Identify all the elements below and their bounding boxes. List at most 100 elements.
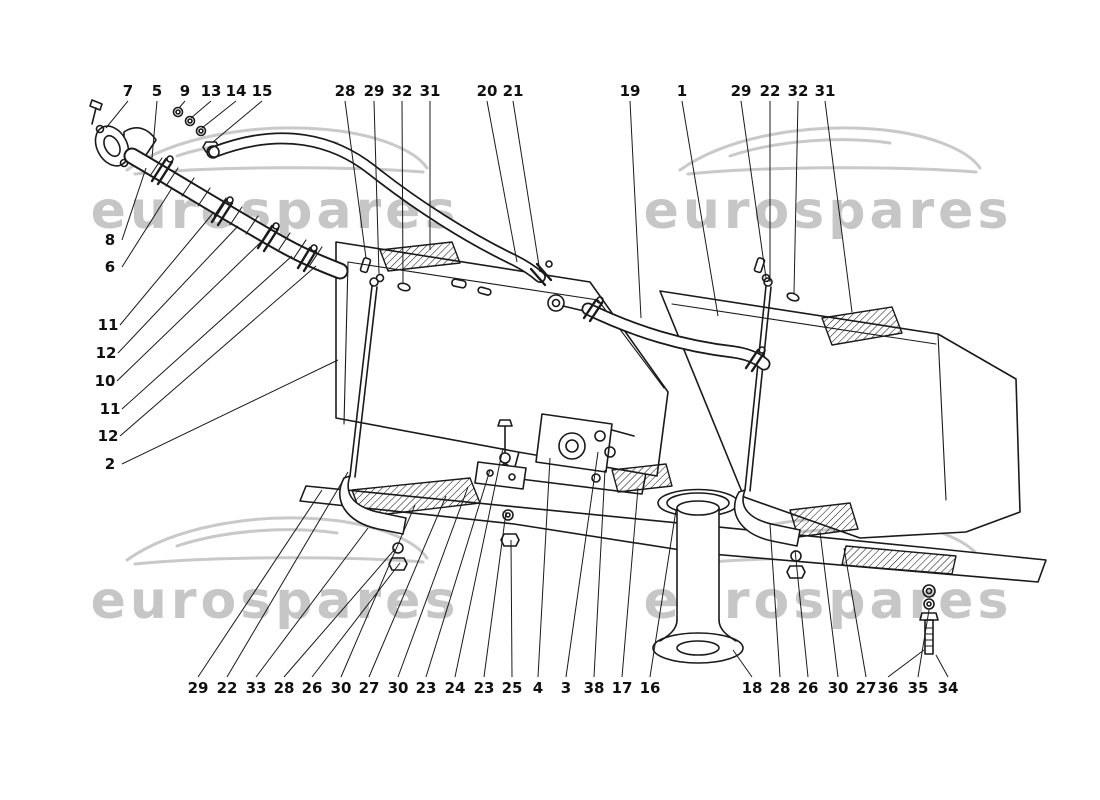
part-number-31: 31 bbox=[420, 82, 441, 100]
leader-line-25 bbox=[510, 539, 513, 678]
crossover-hose bbox=[581, 296, 771, 373]
leader-line-38 bbox=[593, 469, 606, 678]
part-number-1: 1 bbox=[677, 82, 687, 100]
leader-line-26 bbox=[794, 549, 809, 678]
part-number-15: 15 bbox=[252, 82, 273, 100]
part-number-3: 3 bbox=[561, 679, 571, 697]
car-swoosh-icon bbox=[678, 126, 982, 172]
heat-shield bbox=[379, 241, 461, 272]
part-number-38: 38 bbox=[584, 679, 605, 697]
leader-line-12 bbox=[119, 265, 317, 437]
part-number-26: 26 bbox=[798, 679, 819, 697]
leader-line-31 bbox=[824, 100, 853, 313]
part-number-6: 6 bbox=[105, 258, 115, 276]
part-number-18: 18 bbox=[742, 679, 763, 697]
part-number-28: 28 bbox=[335, 82, 356, 100]
leader-line-21 bbox=[512, 100, 541, 273]
part-number-8: 8 bbox=[105, 231, 115, 249]
watermark-top-right: eurospares bbox=[644, 126, 1013, 241]
leader-line-23 bbox=[425, 469, 491, 678]
part-number-24: 24 bbox=[445, 679, 466, 697]
leader-line-13 bbox=[190, 100, 212, 119]
part-number-32: 32 bbox=[788, 82, 809, 100]
part-number-31: 31 bbox=[815, 82, 836, 100]
leader-line-29 bbox=[740, 100, 767, 279]
watermark-text: eurospares bbox=[644, 181, 1013, 241]
filler-pipe bbox=[652, 488, 744, 664]
leader-line-23 bbox=[483, 511, 507, 678]
leader-line-32 bbox=[793, 100, 799, 294]
right-tank-strap bbox=[733, 277, 806, 579]
part-number-13: 13 bbox=[201, 82, 222, 100]
leader-line-30 bbox=[819, 531, 839, 678]
leader-line-36 bbox=[887, 649, 925, 678]
part-number-36: 36 bbox=[878, 679, 899, 697]
heat-shield bbox=[611, 463, 673, 493]
car-swoosh-icon bbox=[728, 138, 892, 158]
part-number-28: 28 bbox=[274, 679, 295, 697]
part-number-11: 11 bbox=[100, 400, 121, 418]
leader-line-5 bbox=[151, 100, 158, 159]
hose-clamp bbox=[210, 196, 234, 227]
part-number-2: 2 bbox=[105, 455, 115, 473]
mounting-bolt-set bbox=[919, 584, 939, 655]
car-swoosh-icon bbox=[133, 556, 425, 566]
leader-line-8 bbox=[121, 167, 147, 241]
part-number-4: 4 bbox=[533, 679, 543, 697]
watermark-text: eurospares bbox=[91, 571, 460, 631]
leader-line-24 bbox=[454, 447, 504, 678]
leader-line-34 bbox=[935, 654, 949, 678]
part-number-26: 26 bbox=[302, 679, 323, 697]
part-number-22: 22 bbox=[217, 679, 238, 697]
part-number-19: 19 bbox=[620, 82, 641, 100]
hose-clamp bbox=[582, 296, 604, 323]
part-number-27: 27 bbox=[856, 679, 877, 697]
watermark-bottom-left: eurospares bbox=[91, 516, 460, 631]
hose-clamp bbox=[744, 346, 766, 373]
car-swoosh-icon bbox=[125, 516, 429, 562]
leader-line-22 bbox=[226, 471, 349, 678]
small-fittings bbox=[359, 257, 800, 312]
corrugated-hose bbox=[123, 147, 349, 280]
leader-line-28 bbox=[283, 548, 396, 678]
diagram-line-art bbox=[89, 99, 1047, 664]
leader-line-35 bbox=[917, 609, 930, 678]
part-number-27: 27 bbox=[359, 679, 380, 697]
part-number-23: 23 bbox=[474, 679, 495, 697]
part-number-11: 11 bbox=[98, 316, 119, 334]
part-number-16: 16 bbox=[640, 679, 661, 697]
leader-line-9 bbox=[178, 100, 186, 109]
part-number-29: 29 bbox=[731, 82, 752, 100]
leader-line-20 bbox=[486, 100, 518, 263]
leader-line-30 bbox=[397, 486, 469, 678]
leader-line-12 bbox=[117, 225, 239, 354]
part-number-28: 28 bbox=[770, 679, 791, 697]
part-number-12: 12 bbox=[96, 344, 117, 362]
part-number-30: 30 bbox=[828, 679, 849, 697]
leader-line-18 bbox=[732, 649, 753, 678]
leader-line-27 bbox=[368, 495, 447, 678]
leader-line-11 bbox=[119, 211, 215, 326]
leader-line-32 bbox=[401, 100, 404, 284]
leader-line-11 bbox=[121, 255, 293, 410]
hose-clamp bbox=[296, 244, 318, 273]
leader-line-29 bbox=[373, 100, 380, 275]
part-number-29: 29 bbox=[188, 679, 209, 697]
leader-line-14 bbox=[201, 100, 237, 129]
leader-line-28 bbox=[344, 100, 367, 259]
leader-line-26 bbox=[311, 562, 401, 678]
part-number-20: 20 bbox=[477, 82, 498, 100]
leader-line-16 bbox=[649, 509, 677, 678]
part-number-29: 29 bbox=[364, 82, 385, 100]
part-number-10: 10 bbox=[95, 372, 116, 390]
part-number-22: 22 bbox=[760, 82, 781, 100]
part-number-25: 25 bbox=[502, 679, 523, 697]
part-number-34: 34 bbox=[938, 679, 959, 697]
pump-valve-assembly bbox=[474, 413, 635, 547]
leader-line-15 bbox=[212, 100, 263, 143]
hose-clamp bbox=[256, 222, 280, 253]
heat-shield bbox=[841, 545, 957, 575]
part-number-14: 14 bbox=[226, 82, 247, 100]
